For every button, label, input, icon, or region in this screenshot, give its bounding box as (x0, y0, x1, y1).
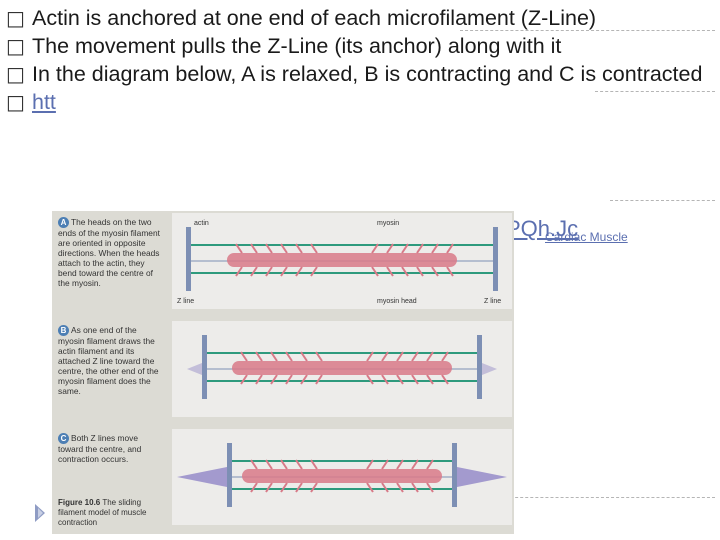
checkbox-bullet-icon: □ (6, 6, 25, 30)
cardiac-muscle-link[interactable]: Cardiac Muscle (545, 230, 628, 244)
figure-number: Figure 10.6 (58, 498, 101, 507)
step-c-badge: C (58, 433, 69, 444)
divider (500, 497, 715, 498)
step-a-badge: A (58, 217, 69, 228)
bullet-text: In the diagram below, A is relaxed, B is… (32, 62, 703, 86)
arrow-left (177, 467, 227, 487)
video-link[interactable]: htt (32, 90, 56, 114)
bullet-list: □ Actin is anchored at one end of each m… (6, 4, 706, 116)
z-line-left (227, 443, 232, 507)
checkbox-bullet-icon: □ (6, 90, 25, 114)
bullet-text: The movement pulls the Z-Line (its ancho… (32, 34, 562, 58)
myosin-filament (227, 253, 457, 267)
arrow-right (457, 467, 507, 487)
panel-a-diagram: actin myosin Z line Z line myosin head (177, 220, 501, 305)
bullet-movement: □ The movement pulls the Z-Line (its anc… (6, 32, 706, 60)
step-b-badge: B (58, 325, 69, 336)
z-line-left (186, 227, 191, 291)
play-arrow-icon-inner (38, 508, 43, 518)
actin-label: actin (194, 220, 209, 227)
divider (460, 30, 715, 31)
myosin-heads (240, 351, 449, 385)
video-link-end[interactable]: PQh.Jc (506, 216, 579, 241)
z-line-left (202, 335, 207, 399)
panel-c (172, 429, 512, 525)
bullet-link: □ htt (6, 88, 706, 116)
z-line-right-label: Z line (484, 298, 501, 305)
figure-caption: Figure 10.6 The sliding filament model o… (58, 498, 158, 528)
z-line-right (452, 443, 457, 507)
figure-title: The sliding filament model of muscle con… (58, 498, 147, 527)
checkbox-bullet-icon: □ (6, 62, 25, 86)
caption-a-text: The heads on the two ends of the myosin … (58, 217, 160, 288)
arrow-right (482, 363, 497, 375)
z-line-right (493, 227, 498, 291)
caption-c-text: Both Z lines move toward the centre, and… (58, 433, 142, 464)
myosin-filament (232, 361, 452, 375)
panel-b (172, 321, 512, 417)
myosin-heads (250, 459, 434, 493)
myosin-filament (242, 469, 442, 483)
divider (595, 91, 715, 92)
z-line-left-label: Z line (177, 298, 194, 305)
panel-c-diagram (177, 443, 507, 507)
myosin-head-label: myosin head (377, 298, 417, 305)
myosin-label: myosin (377, 220, 399, 227)
caption-b-text: As one end of the myosin filament draws … (58, 325, 159, 396)
checkbox-bullet-icon: □ (6, 34, 25, 58)
z-line-right (477, 335, 482, 399)
panel-b-diagram (187, 335, 497, 399)
myosin-heads (235, 243, 454, 277)
arrow-left (187, 363, 202, 375)
bullet-actin: □ Actin is anchored at one end of each m… (6, 4, 706, 32)
bullet-diagram: □ In the diagram below, A is relaxed, B … (6, 60, 706, 88)
bullet-text: Actin is anchored at one end of each mic… (32, 6, 597, 30)
panel-a: actin myosin Z line Z line myosin head (172, 213, 512, 309)
divider (610, 200, 715, 201)
